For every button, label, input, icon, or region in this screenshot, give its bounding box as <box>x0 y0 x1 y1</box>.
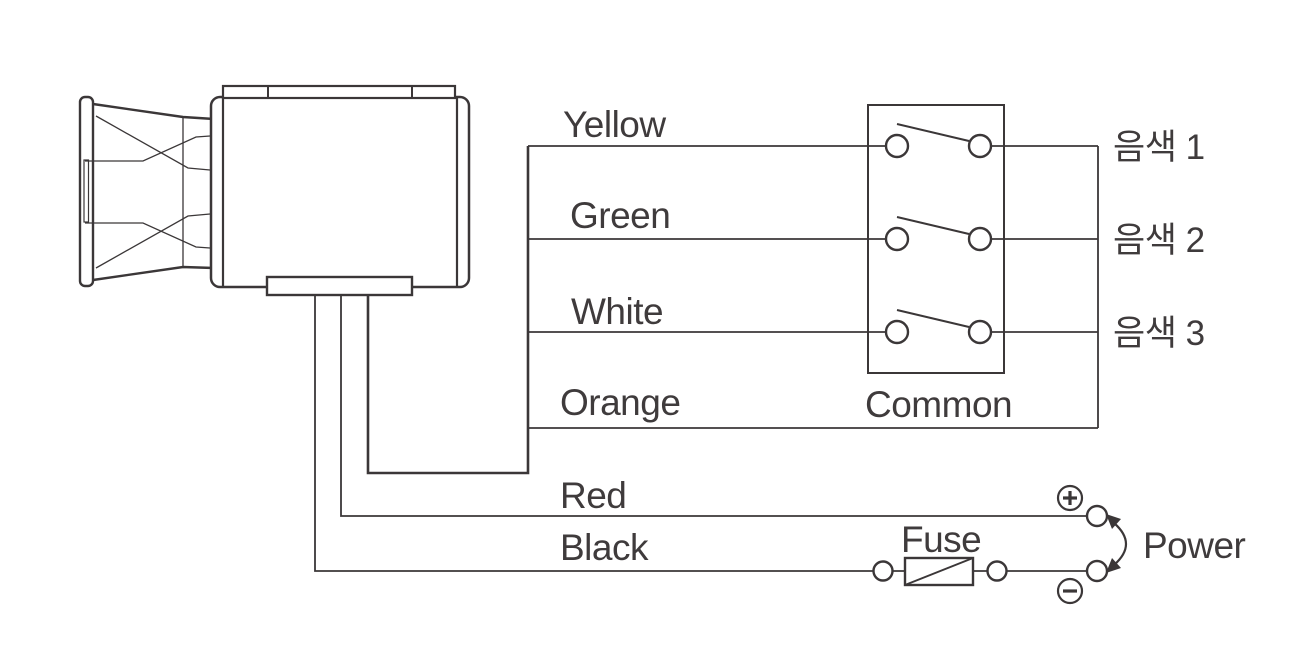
tone-2-label: 음색 2 <box>1113 221 1205 260</box>
mounting-bracket <box>221 84 457 100</box>
switch-tone1-right-contact-icon <box>967 133 993 159</box>
tone-3-label: 음색 3 <box>1113 314 1205 353</box>
switch-tone3 <box>884 309 993 345</box>
fuse-diagonal <box>904 557 974 586</box>
white-wire-label: White <box>571 291 663 332</box>
switch-tone3-right-contact-icon <box>967 319 993 345</box>
switch-tone1 <box>884 123 993 159</box>
switch-tone1-left-contact-icon <box>884 133 910 159</box>
switch-tone3-left-contact-icon <box>884 319 910 345</box>
power-label: Power <box>1143 525 1246 566</box>
negative-terminal <box>1085 559 1109 583</box>
fuse-left-contact-icon <box>872 560 894 582</box>
common-label: Common <box>865 384 1012 425</box>
switch-tone2 <box>884 216 993 252</box>
switch-tone3-lever <box>896 309 970 328</box>
labels: Yellow Green White Orange Common Red Bla… <box>560 104 1246 568</box>
wire-red <box>340 294 1097 517</box>
terminal-plate <box>265 275 414 297</box>
wire-black <box>314 294 1097 572</box>
driver-body <box>209 95 471 289</box>
plus-terminal-icon <box>1056 484 1084 512</box>
horn-flare-top <box>92 102 215 121</box>
fuse-symbol <box>872 556 1008 587</box>
horn-brace-lower-short <box>85 222 211 249</box>
switch-tone1-lever <box>896 123 970 142</box>
black-wire-label: Black <box>560 527 649 568</box>
switch-tone2-right-contact-icon <box>967 226 993 252</box>
yellow-wire-label: Yellow <box>563 104 666 145</box>
horn-flare-bottom <box>92 265 215 282</box>
power-terminals <box>1056 484 1128 605</box>
horn-mouth-seam <box>83 159 90 223</box>
switches <box>884 123 993 345</box>
fuse-right-contact-icon <box>986 560 1008 582</box>
orange-wire-label: Orange <box>560 382 680 423</box>
positive-terminal <box>1085 504 1109 528</box>
fuse-label: Fuse <box>901 519 981 560</box>
tone-1-label: 음색 1 <box>1113 128 1205 167</box>
horn-brace-lower-long <box>95 213 211 269</box>
horn-speaker-illustration <box>78 84 471 289</box>
power-bracket-arrow-icon <box>1106 514 1128 573</box>
minus-terminal-icon <box>1056 577 1084 605</box>
green-wire-label: Green <box>570 195 670 236</box>
switch-tone2-left-contact-icon <box>884 226 910 252</box>
horn-mouth-rim <box>78 95 95 288</box>
harness-bus-wire <box>366 146 530 475</box>
horn-brace-upper-long <box>95 115 211 171</box>
switch-tone2-lever <box>896 216 970 235</box>
red-wire-label: Red <box>560 475 626 516</box>
horn-brace-upper-short <box>85 135 211 162</box>
wires <box>314 145 1099 572</box>
